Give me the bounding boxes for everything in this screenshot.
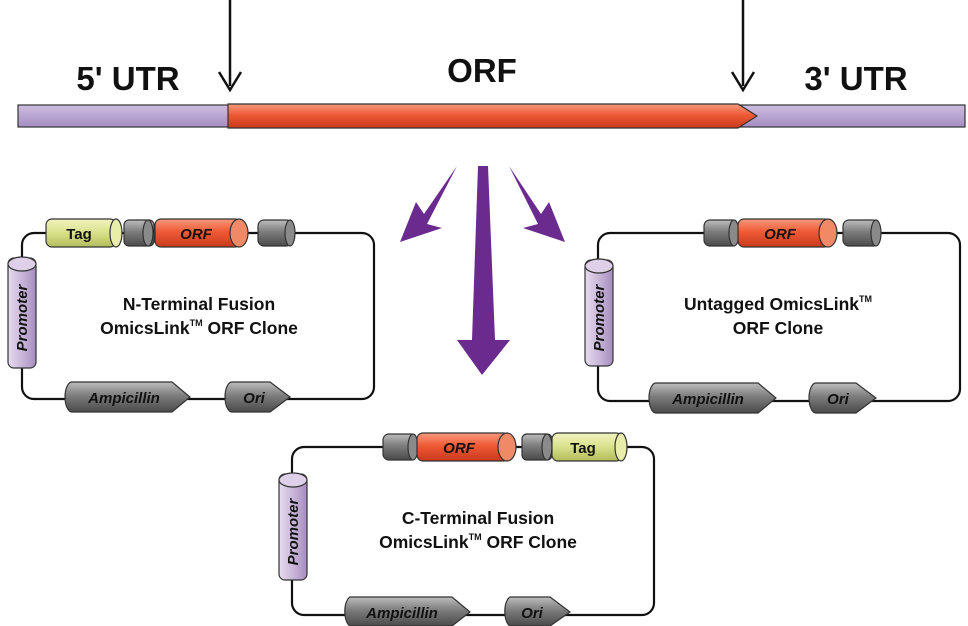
orf-element: ORF [737, 218, 838, 248]
svg-text:Ori: Ori [243, 390, 266, 407]
cloning-arrows [400, 166, 565, 375]
ampicillin-element: Ampicillin [64, 381, 191, 413]
left-arrow [400, 166, 457, 242]
linker-element [703, 219, 740, 247]
ampicillin-element: Ampicillin [648, 382, 777, 414]
svg-text:Tag: Tag [66, 226, 92, 243]
ampicillin-element: Ampicillin [344, 596, 471, 626]
svg-text:Promoter: Promoter [14, 284, 31, 352]
start-arrow [217, 0, 243, 93]
untagged-clone: ORF Promoter Ampicillin Ori Untagged Omi… [584, 218, 962, 414]
svg-text:ORF: ORF [443, 440, 476, 457]
mrna-transcript: 5' UTR ORF 3' UTR [17, 0, 966, 129]
svg-text:Promoter: Promoter [285, 498, 302, 566]
linker-element [382, 433, 419, 461]
promoter-element: Promoter [278, 472, 308, 581]
utr5-segment [17, 104, 231, 128]
ori-element: Ori [808, 382, 877, 414]
utr5-label: 5' UTR [76, 60, 179, 97]
terminator-element [257, 219, 296, 247]
c-terminal-title-line2: OmicsLinkTM ORF Clone [379, 532, 577, 552]
right-arrow [509, 166, 565, 242]
ori-element: Ori [224, 381, 291, 413]
untagged-title-line2: ORF Clone [733, 318, 824, 338]
c-terminal-clone: ORF Tag Promoter Ampicillin Ori C-Termin… [278, 432, 656, 626]
utr3-segment [739, 104, 966, 128]
svg-text:Ori: Ori [521, 605, 544, 622]
plasmid-backbone [20, 231, 376, 401]
promoter-element: Promoter [7, 256, 37, 369]
ori-element: Ori [504, 596, 572, 626]
c-terminal-title-line1: C-Terminal Fusion [402, 508, 554, 528]
utr3-label: 3' UTR [804, 60, 907, 97]
terminator-element [842, 219, 882, 247]
center-arrow [457, 166, 510, 375]
svg-text:Promoter: Promoter [591, 284, 608, 352]
untagged-title-line1: Untagged OmicsLinkTM [684, 294, 872, 314]
tag-element: Tag [551, 432, 628, 462]
svg-text:Ampicillin: Ampicillin [87, 390, 160, 407]
promoter-element: Promoter [584, 258, 614, 367]
orf-segment [227, 103, 759, 129]
svg-text:ORF: ORF [764, 226, 797, 243]
plasmid-backbone [596, 231, 962, 403]
plasmid-backbone [290, 445, 656, 617]
svg-text:Ampicillin: Ampicillin [365, 605, 438, 622]
orf-label: ORF [447, 52, 517, 89]
n-terminal-title-line2: OmicsLinkTM ORF Clone [100, 318, 298, 338]
svg-text:ORF: ORF [180, 226, 213, 243]
linker-element-2 [521, 433, 553, 461]
svg-text:Tag: Tag [570, 440, 596, 457]
orf-element: ORF [416, 432, 517, 462]
orf-element: ORF [154, 218, 249, 248]
stop-arrow [730, 0, 756, 93]
svg-text:Ori: Ori [827, 391, 850, 408]
n-terminal-title-line1: N-Terminal Fusion [123, 294, 275, 314]
n-terminal-clone: Tag ORF Promoter Ampicillin Ori N-Ter [7, 218, 376, 413]
tag-element: Tag [45, 218, 123, 248]
svg-text:Ampicillin: Ampicillin [671, 391, 744, 408]
linker-element [123, 219, 155, 247]
